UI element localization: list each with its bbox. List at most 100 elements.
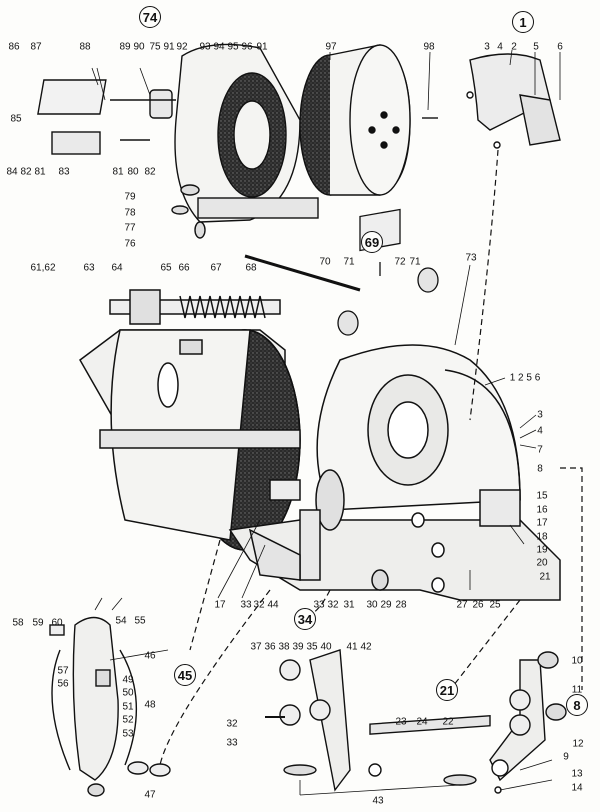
callout-label: 40 (320, 641, 332, 653)
callout-label: 15 (536, 490, 548, 502)
callout-label: 70 (319, 256, 331, 268)
magnet-housing-group (37, 43, 319, 239)
callout-label: 95 (227, 41, 239, 53)
assembly-74-marker: 74 (139, 6, 161, 28)
callout-label: 33 (313, 599, 325, 611)
bolt-76 (194, 221, 206, 239)
callout-label: 56 (57, 678, 69, 690)
callout-label: 82 (144, 166, 156, 178)
callout-label: 41 (346, 641, 358, 653)
callout-label: 47 (144, 789, 156, 801)
spring-coil (179, 295, 266, 319)
callout-label: 98 (423, 41, 435, 53)
callout-label: 97 (325, 41, 337, 53)
callout-label: 28 (395, 599, 407, 611)
callout-label: 42 (360, 641, 372, 653)
callout-label: 11 (571, 684, 583, 696)
callout-label: 84 (6, 166, 18, 178)
main-brake-assembly (79, 289, 561, 601)
callout-label: 6 (557, 41, 563, 53)
callout-label: 54 (115, 615, 127, 627)
assembly-21-marker: 21 (436, 679, 458, 701)
assembly-69-marker: 69 (361, 231, 383, 253)
lever-assembly-45 (49, 616, 171, 797)
assembly-1-marker: 1 (512, 11, 534, 33)
callout-label: 78 (124, 207, 136, 219)
callout-label: 25 (489, 599, 501, 611)
callout-label: 46 (144, 650, 156, 662)
brake-shoe-group-1 (466, 53, 561, 149)
housing-foot (197, 197, 319, 219)
callout-label: 85 (10, 113, 22, 125)
callout-label: 63 (83, 262, 95, 274)
callout-label: 75 (149, 41, 161, 53)
callout-label: 58 (12, 617, 24, 629)
callout-label: 50 (122, 687, 134, 699)
terminal-block-88 (37, 79, 107, 115)
callout-label: 32 (226, 718, 238, 730)
callout-label: 53 (122, 728, 134, 740)
callout-label: 66 (178, 262, 190, 274)
callout-label: 21 (539, 571, 551, 583)
callout-label: 71 (343, 256, 355, 268)
callout-label: 51 (122, 701, 134, 713)
callout-label: 32 (253, 599, 265, 611)
dashed-assembly-lines (159, 149, 583, 766)
callout-label: 26 (472, 599, 484, 611)
callout-label: 64 (111, 262, 123, 274)
callout-label: 87 (30, 41, 42, 53)
callout-label: 16 (536, 504, 548, 516)
callout-label: 76 (124, 238, 136, 250)
callout-label: 33 (240, 599, 252, 611)
callout-label: 12 (572, 738, 584, 750)
callout-label: 7 (537, 444, 543, 456)
callout-label: 81 (34, 166, 46, 178)
assembly-8-marker: 8 (566, 694, 588, 716)
callout-label: 35 (306, 641, 318, 653)
callout-label: 61,62 (30, 262, 56, 274)
callout-label: 68 (245, 262, 257, 274)
callout-label: 19 (536, 544, 548, 556)
callout-label: 14 (571, 782, 583, 794)
terminal-block-83 (51, 131, 101, 155)
callout-label: 38 (278, 641, 290, 653)
callout-label: 3 (484, 41, 490, 53)
callout-label: 71 (409, 256, 421, 268)
callout-label: 94 (213, 41, 225, 53)
callout-label: 18 (536, 531, 548, 543)
leader-lines (91, 49, 561, 796)
callout-label: 96 (241, 41, 253, 53)
callout-label: 82 (20, 166, 32, 178)
callout-label: 32 (327, 599, 339, 611)
callout-label: 43 (372, 795, 384, 807)
armature-disc-97 (299, 44, 438, 196)
callout-label: 67 (210, 262, 222, 274)
callout-label: 36 (264, 641, 276, 653)
callout-label: 48 (144, 699, 156, 711)
callout-label: 81 (112, 166, 124, 178)
callout-label: 2 (511, 41, 517, 53)
callout-label: 49 (122, 674, 134, 686)
callout-label: 52 (122, 714, 134, 726)
callout-label: 1 2 5 6 (509, 372, 541, 384)
callout-label: 8 (537, 463, 543, 475)
callout-label: 20 (536, 557, 548, 569)
callout-label: 83 (58, 166, 70, 178)
callout-label: 17 (536, 517, 548, 529)
callout-label: 3 (537, 409, 543, 421)
callout-label: 89 (119, 41, 131, 53)
callout-label: 65 (160, 262, 172, 274)
callout-label: 91 (163, 41, 175, 53)
callout-label: 77 (124, 222, 136, 234)
callout-label: 80 (127, 166, 139, 178)
callout-label: 31 (343, 599, 355, 611)
callout-label: 57 (57, 665, 69, 677)
callout-label: 55 (134, 615, 146, 627)
callout-label: 91 (256, 41, 268, 53)
callout-label: 79 (124, 191, 136, 203)
callout-label: 44 (267, 599, 279, 611)
callout-label: 72 (394, 256, 406, 268)
callout-label: 5 (533, 41, 539, 53)
callout-label: 86 (8, 41, 20, 53)
